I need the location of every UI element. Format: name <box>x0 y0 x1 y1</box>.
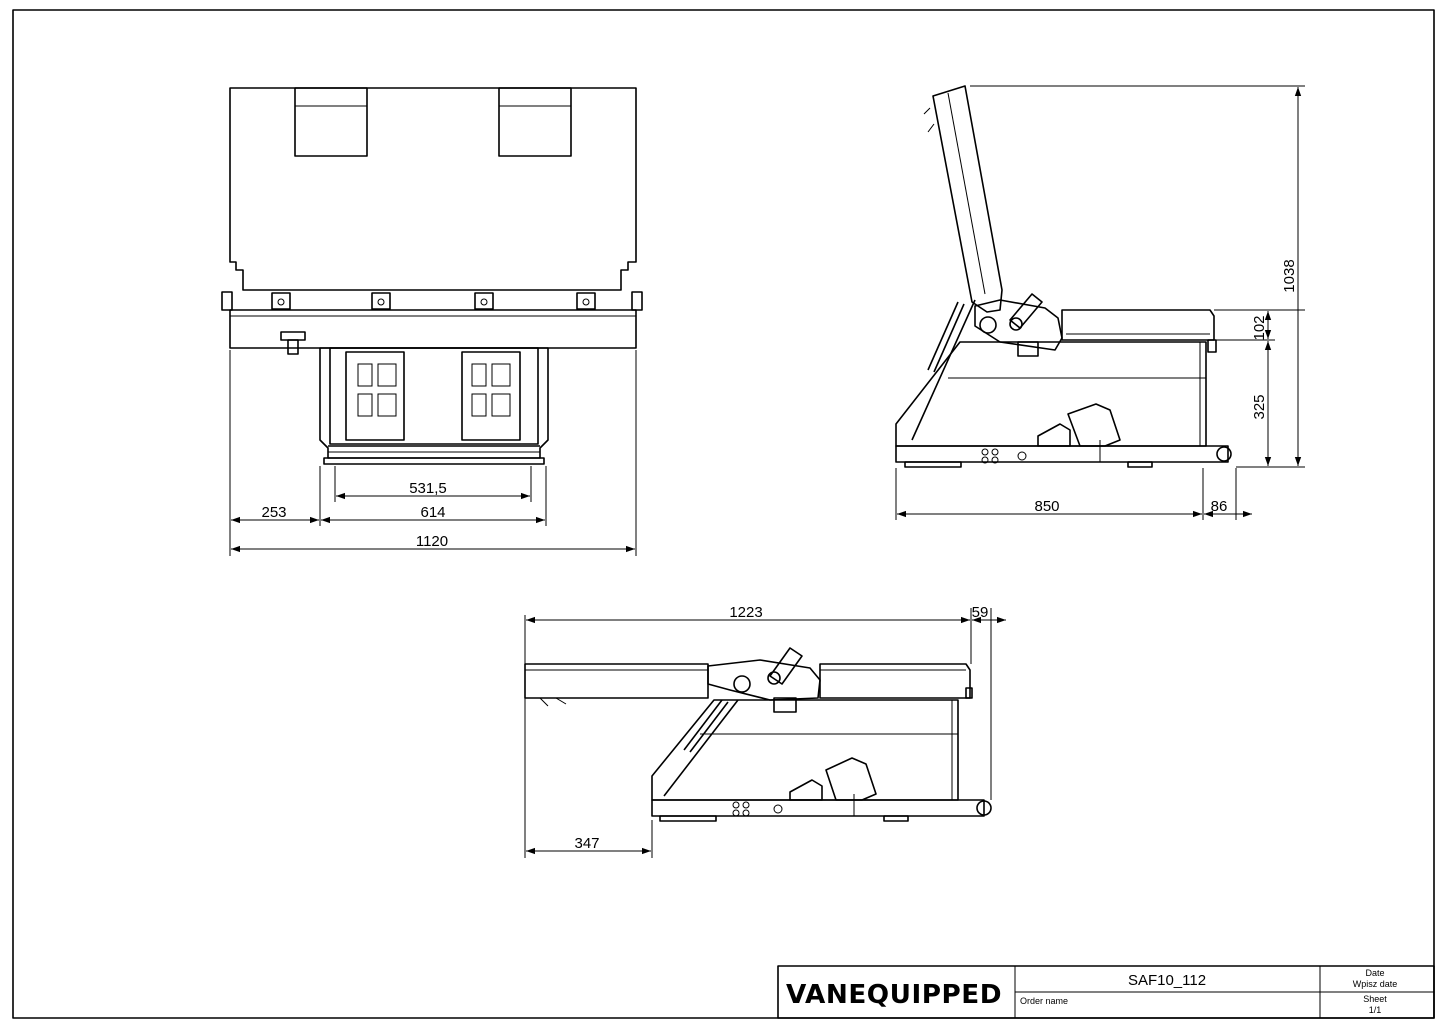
sheet-border <box>12 9 1435 1019</box>
dim-bed-base: 347 <box>574 835 599 852</box>
side-view <box>895 85 1232 468</box>
sheet-label: Sheet <box>1363 994 1387 1004</box>
dim-depth: 850 <box>1034 498 1059 515</box>
dim-frame-width: 614 <box>420 504 445 521</box>
dim-total-height: 1038 <box>1281 259 1298 292</box>
date-label: Date <box>1365 968 1384 978</box>
dim-overhang: 86 <box>1211 498 1228 515</box>
order-name-label: Order name <box>1020 996 1068 1006</box>
dim-offset: 253 <box>261 504 286 521</box>
bed-view-dimensions: 1223 59 347 <box>524 604 1006 858</box>
front-view-dimensions: 531,5 614 253 1120 <box>229 350 637 556</box>
dim-total-width: 1120 <box>416 533 448 550</box>
bed-view <box>524 647 992 822</box>
side-view-dimensions: 1038 102 325 850 86 <box>895 85 1305 520</box>
sheet-value: 1/1 <box>1369 1005 1382 1015</box>
front-view <box>221 87 643 465</box>
dim-inner-width: 531,5 <box>409 480 447 497</box>
drawing-number: SAF10_112 <box>1128 972 1206 989</box>
dim-seat-thickness: 102 <box>1251 315 1268 340</box>
dim-seat-height: 325 <box>1251 394 1268 419</box>
date-value: Wpisz date <box>1353 979 1398 989</box>
brand-logo: VANEQUIPPED <box>786 980 1002 1010</box>
dim-bed-end: 59 <box>972 604 989 621</box>
dim-bed-length: 1223 <box>729 604 762 621</box>
title-block: VANEQUIPPED SAF10_112 Order name Date Wp… <box>777 965 1435 1019</box>
